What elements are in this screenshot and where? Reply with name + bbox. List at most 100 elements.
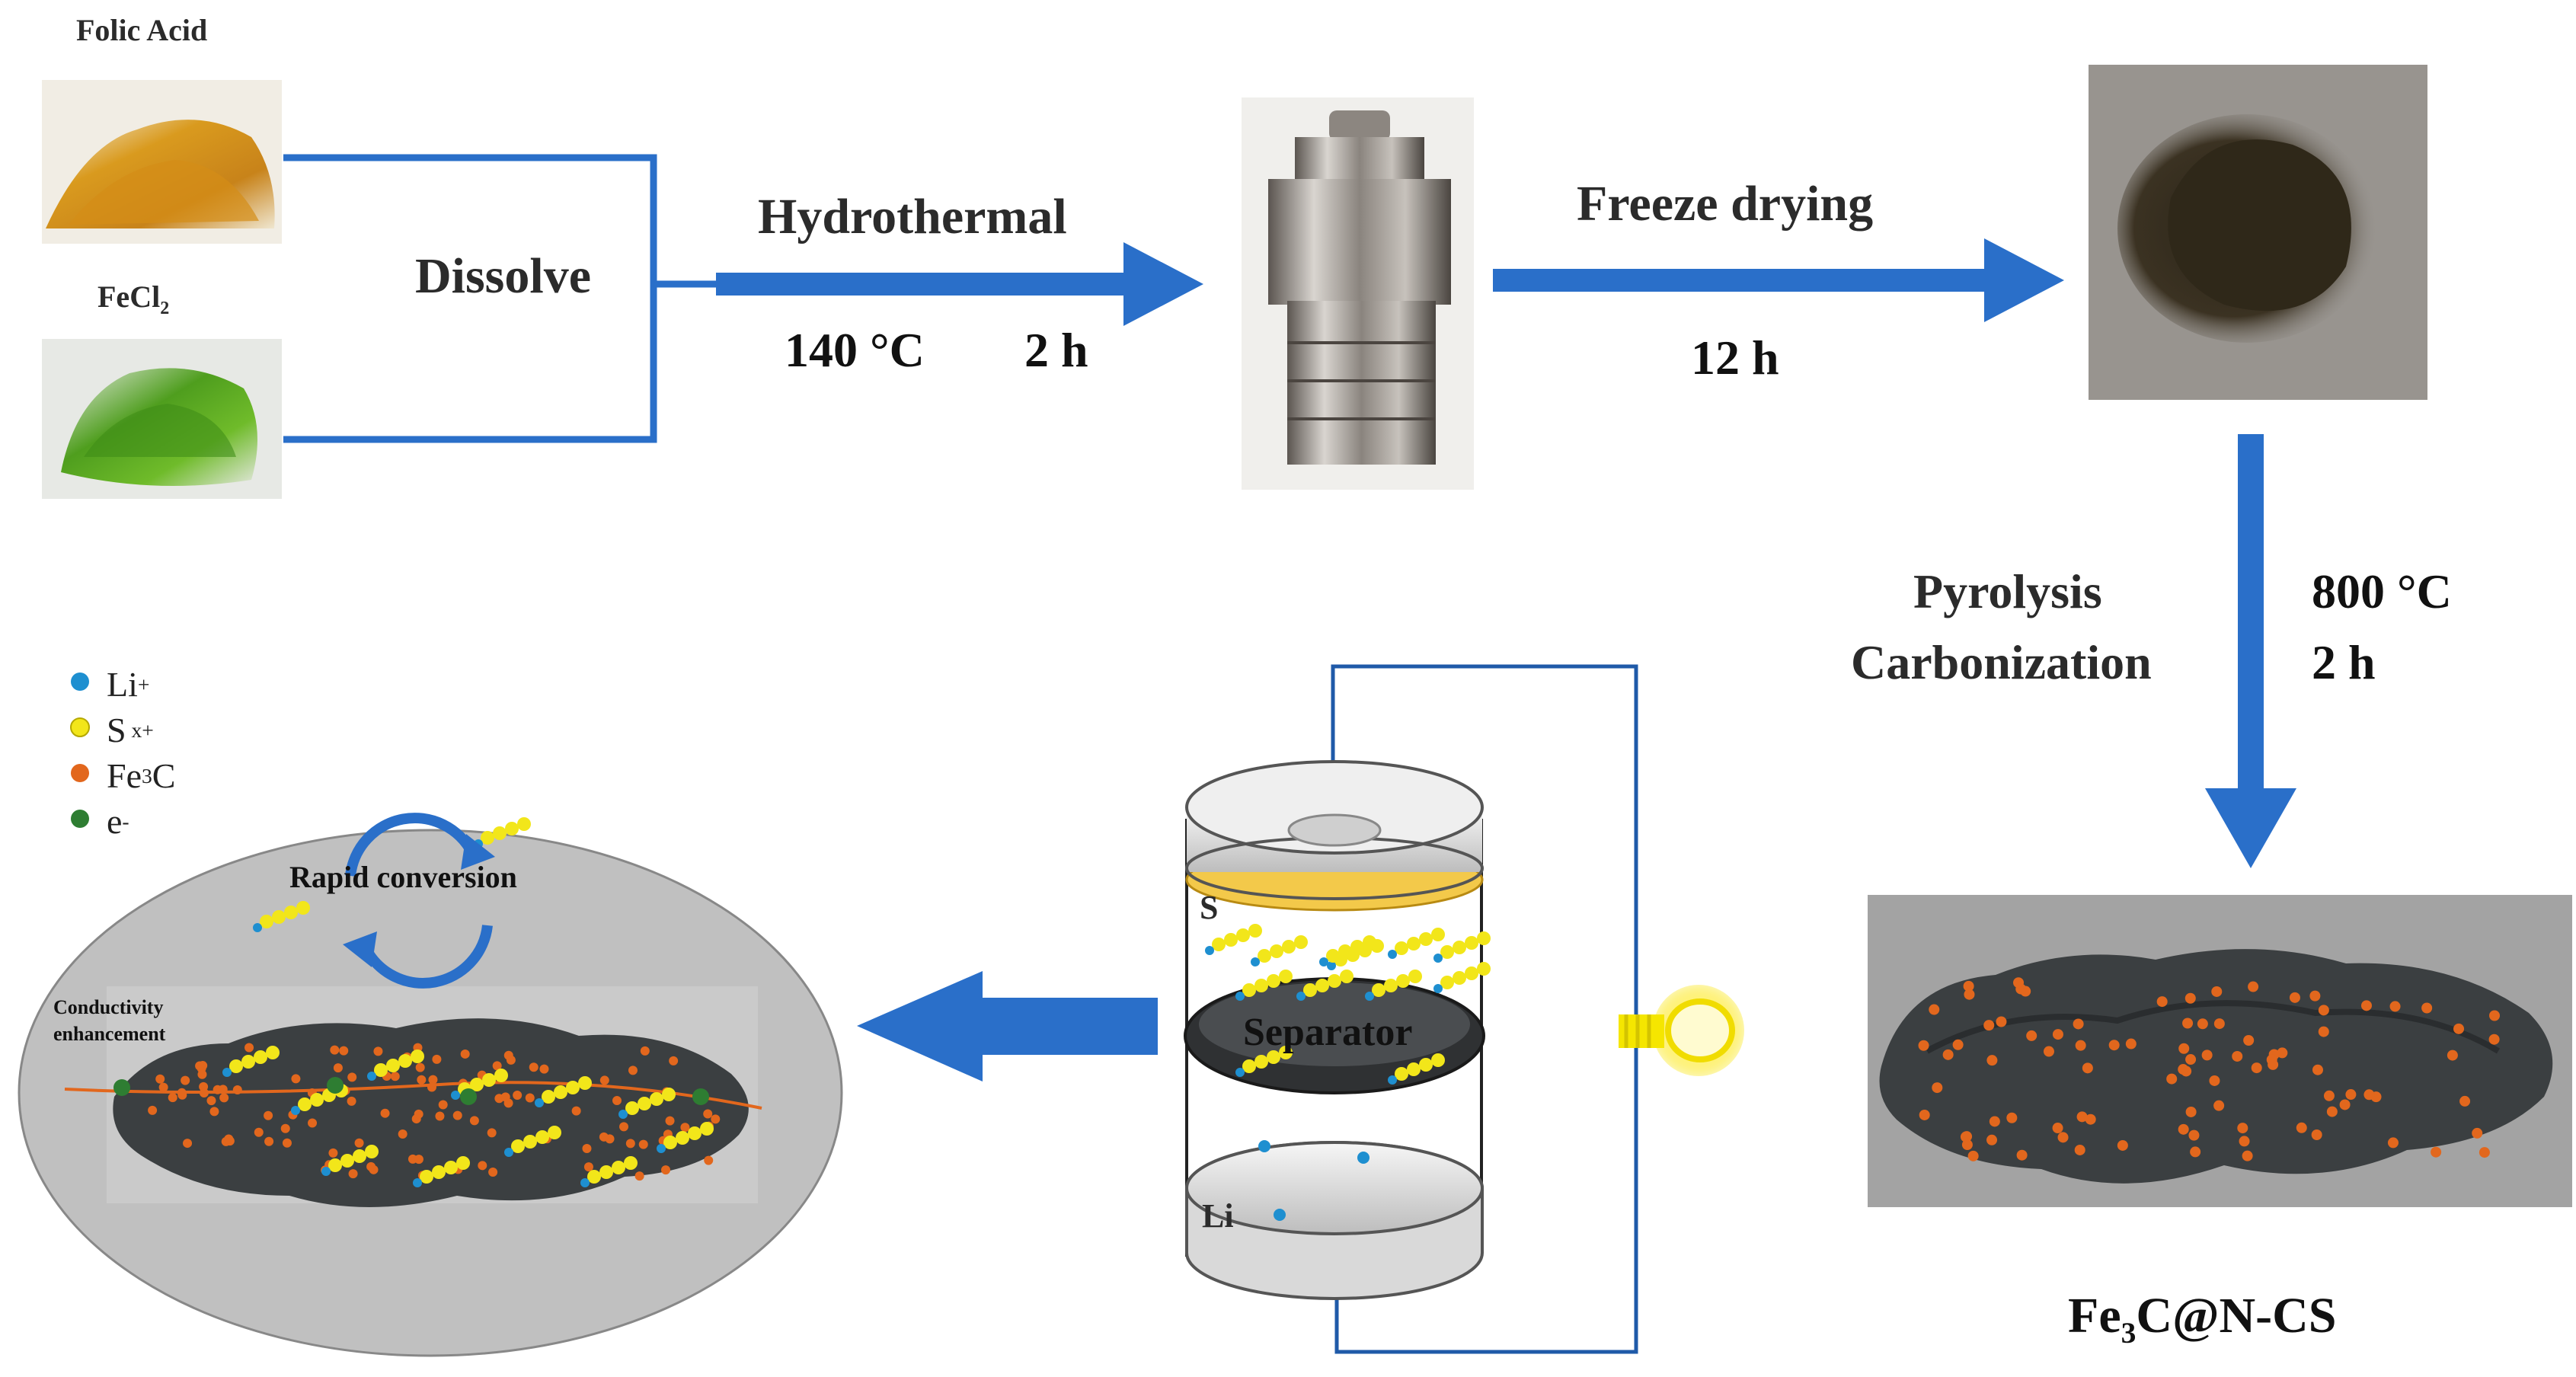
cell-s-label: S	[1200, 889, 1219, 926]
circuit-wire	[1331, 664, 1638, 1354]
fe3c-particle	[661, 1165, 671, 1175]
fe3c-particle	[503, 1050, 513, 1060]
fe3c-particle	[529, 1062, 539, 1072]
sulfur-particle	[599, 1165, 613, 1179]
fe3c-particle	[2326, 1106, 2338, 1117]
hydrothermal-arrow	[716, 242, 1203, 326]
sulfur-particle	[511, 1139, 525, 1153]
sulfur-particle	[578, 1076, 592, 1090]
electron-particle	[327, 1077, 344, 1094]
sulfur-particle	[523, 1135, 537, 1149]
fe3c-particle	[2239, 1136, 2250, 1147]
sulfur-particle	[1372, 983, 1385, 997]
sulfur-particle	[662, 1088, 676, 1101]
freeze-drying-label: Freeze drying	[1577, 176, 1874, 232]
fe3c-particle	[513, 1091, 523, 1101]
sulfur-particle	[296, 901, 310, 915]
fe3c-particle	[2318, 1026, 2329, 1037]
fe3c-particle	[2447, 1050, 2458, 1061]
fecl2-label: FeCl2	[97, 282, 169, 318]
sulfur-particle	[587, 1170, 601, 1184]
fe3c-particle	[2082, 1062, 2093, 1074]
fe3c-particle	[354, 1138, 364, 1148]
li-ion-particle	[1365, 992, 1374, 1001]
fe3c-particle	[435, 1111, 445, 1121]
fe3c-particle	[177, 1088, 187, 1097]
fe3c-particle	[2197, 1018, 2208, 1030]
legend-markers	[70, 673, 90, 828]
sulfur-particle	[554, 1085, 567, 1099]
fe3c-particle	[2421, 1002, 2433, 1014]
li-ion-particle	[535, 1098, 544, 1107]
sulfur-particle	[624, 1156, 638, 1170]
sulfur-particle	[266, 1046, 280, 1059]
fe3c-particle	[638, 1139, 648, 1149]
fe3c-particle	[599, 1075, 609, 1085]
fe3c-particle	[209, 1107, 219, 1117]
sulfur-particle	[505, 822, 519, 835]
sulfur-particle	[1212, 938, 1226, 951]
sulfur-particle	[1340, 970, 1354, 983]
product-carbon-panel	[1868, 895, 2572, 1207]
fe3c-particle	[414, 1109, 423, 1119]
hydrothermal-label: Hydrothermal	[758, 189, 1067, 244]
dissolve-label: Dissolve	[415, 248, 591, 304]
fe3c-particle	[492, 1061, 502, 1071]
fe3c-particle	[1967, 1150, 1979, 1161]
fe3c-particle	[539, 1064, 549, 1074]
sulfur-particle	[1242, 983, 1256, 997]
folic-acid-photo	[42, 80, 282, 244]
fe3c-particle	[469, 1116, 479, 1126]
sulfur-particle	[535, 1130, 549, 1144]
sulfur-particle	[1338, 944, 1352, 958]
fe3c-particle	[2006, 1112, 2018, 1123]
sulfur-particle	[470, 1078, 484, 1091]
fe3c-particle	[488, 1168, 498, 1177]
sulfur-particle	[493, 826, 507, 840]
sulfur-particle	[688, 1126, 702, 1140]
electron-particle	[113, 1079, 130, 1096]
fe3c-particle	[432, 1054, 442, 1064]
fe3c-particle	[373, 1046, 383, 1056]
hydrothermal-time: 2 h	[1024, 323, 1088, 377]
electron-particle	[692, 1088, 709, 1105]
product-name-sub: 3	[2121, 1316, 2137, 1350]
product-name-pre: Fe	[2068, 1288, 2121, 1343]
sulfur-particle	[1242, 1059, 1256, 1073]
fe3c-particle	[665, 1116, 675, 1126]
fecl2-photo	[42, 339, 282, 499]
fe3c-particle	[2251, 1062, 2262, 1074]
sulfur-particle	[1326, 949, 1340, 963]
sulfur-particle	[260, 915, 273, 928]
fe3c-particle	[2289, 992, 2300, 1003]
fecl2-text: FeCl	[97, 280, 161, 314]
fe3c-particle	[1989, 1116, 2000, 1127]
li-ion-particle	[291, 1106, 300, 1115]
fe3c-particle	[414, 1155, 423, 1165]
fe3c-particle	[2188, 1129, 2200, 1141]
legend-e-sup: -	[122, 809, 129, 833]
fe3c-particle	[2178, 1123, 2189, 1135]
fe3c-particle	[264, 1110, 273, 1120]
sulfur-particle	[411, 1050, 424, 1063]
sulfur-particle	[612, 1161, 625, 1174]
fe3c-particle	[2389, 1001, 2401, 1012]
fecl2-subscript: 2	[160, 299, 170, 318]
fe3c-particle	[2459, 1095, 2471, 1107]
sulfur-particle	[1440, 976, 1454, 989]
li-ion-particle	[1327, 961, 1336, 970]
sulfur-particle	[1396, 974, 1410, 988]
sulfur-particle	[700, 1122, 714, 1136]
pyrolysis-arrow	[2205, 434, 2296, 868]
sulfur-particle	[1279, 1046, 1293, 1059]
fe3c-particle	[2190, 1146, 2201, 1158]
sulfur-particle	[481, 831, 494, 845]
fe3c-particle	[2431, 1146, 2442, 1158]
fe3c-particle	[339, 1046, 349, 1056]
fe3c-particle	[2296, 1122, 2307, 1133]
fe3c-particle	[628, 1065, 638, 1075]
fe3c-particle	[197, 1069, 207, 1079]
li-ion-particle	[1258, 1140, 1270, 1152]
fe3c-particle	[2323, 1090, 2335, 1101]
